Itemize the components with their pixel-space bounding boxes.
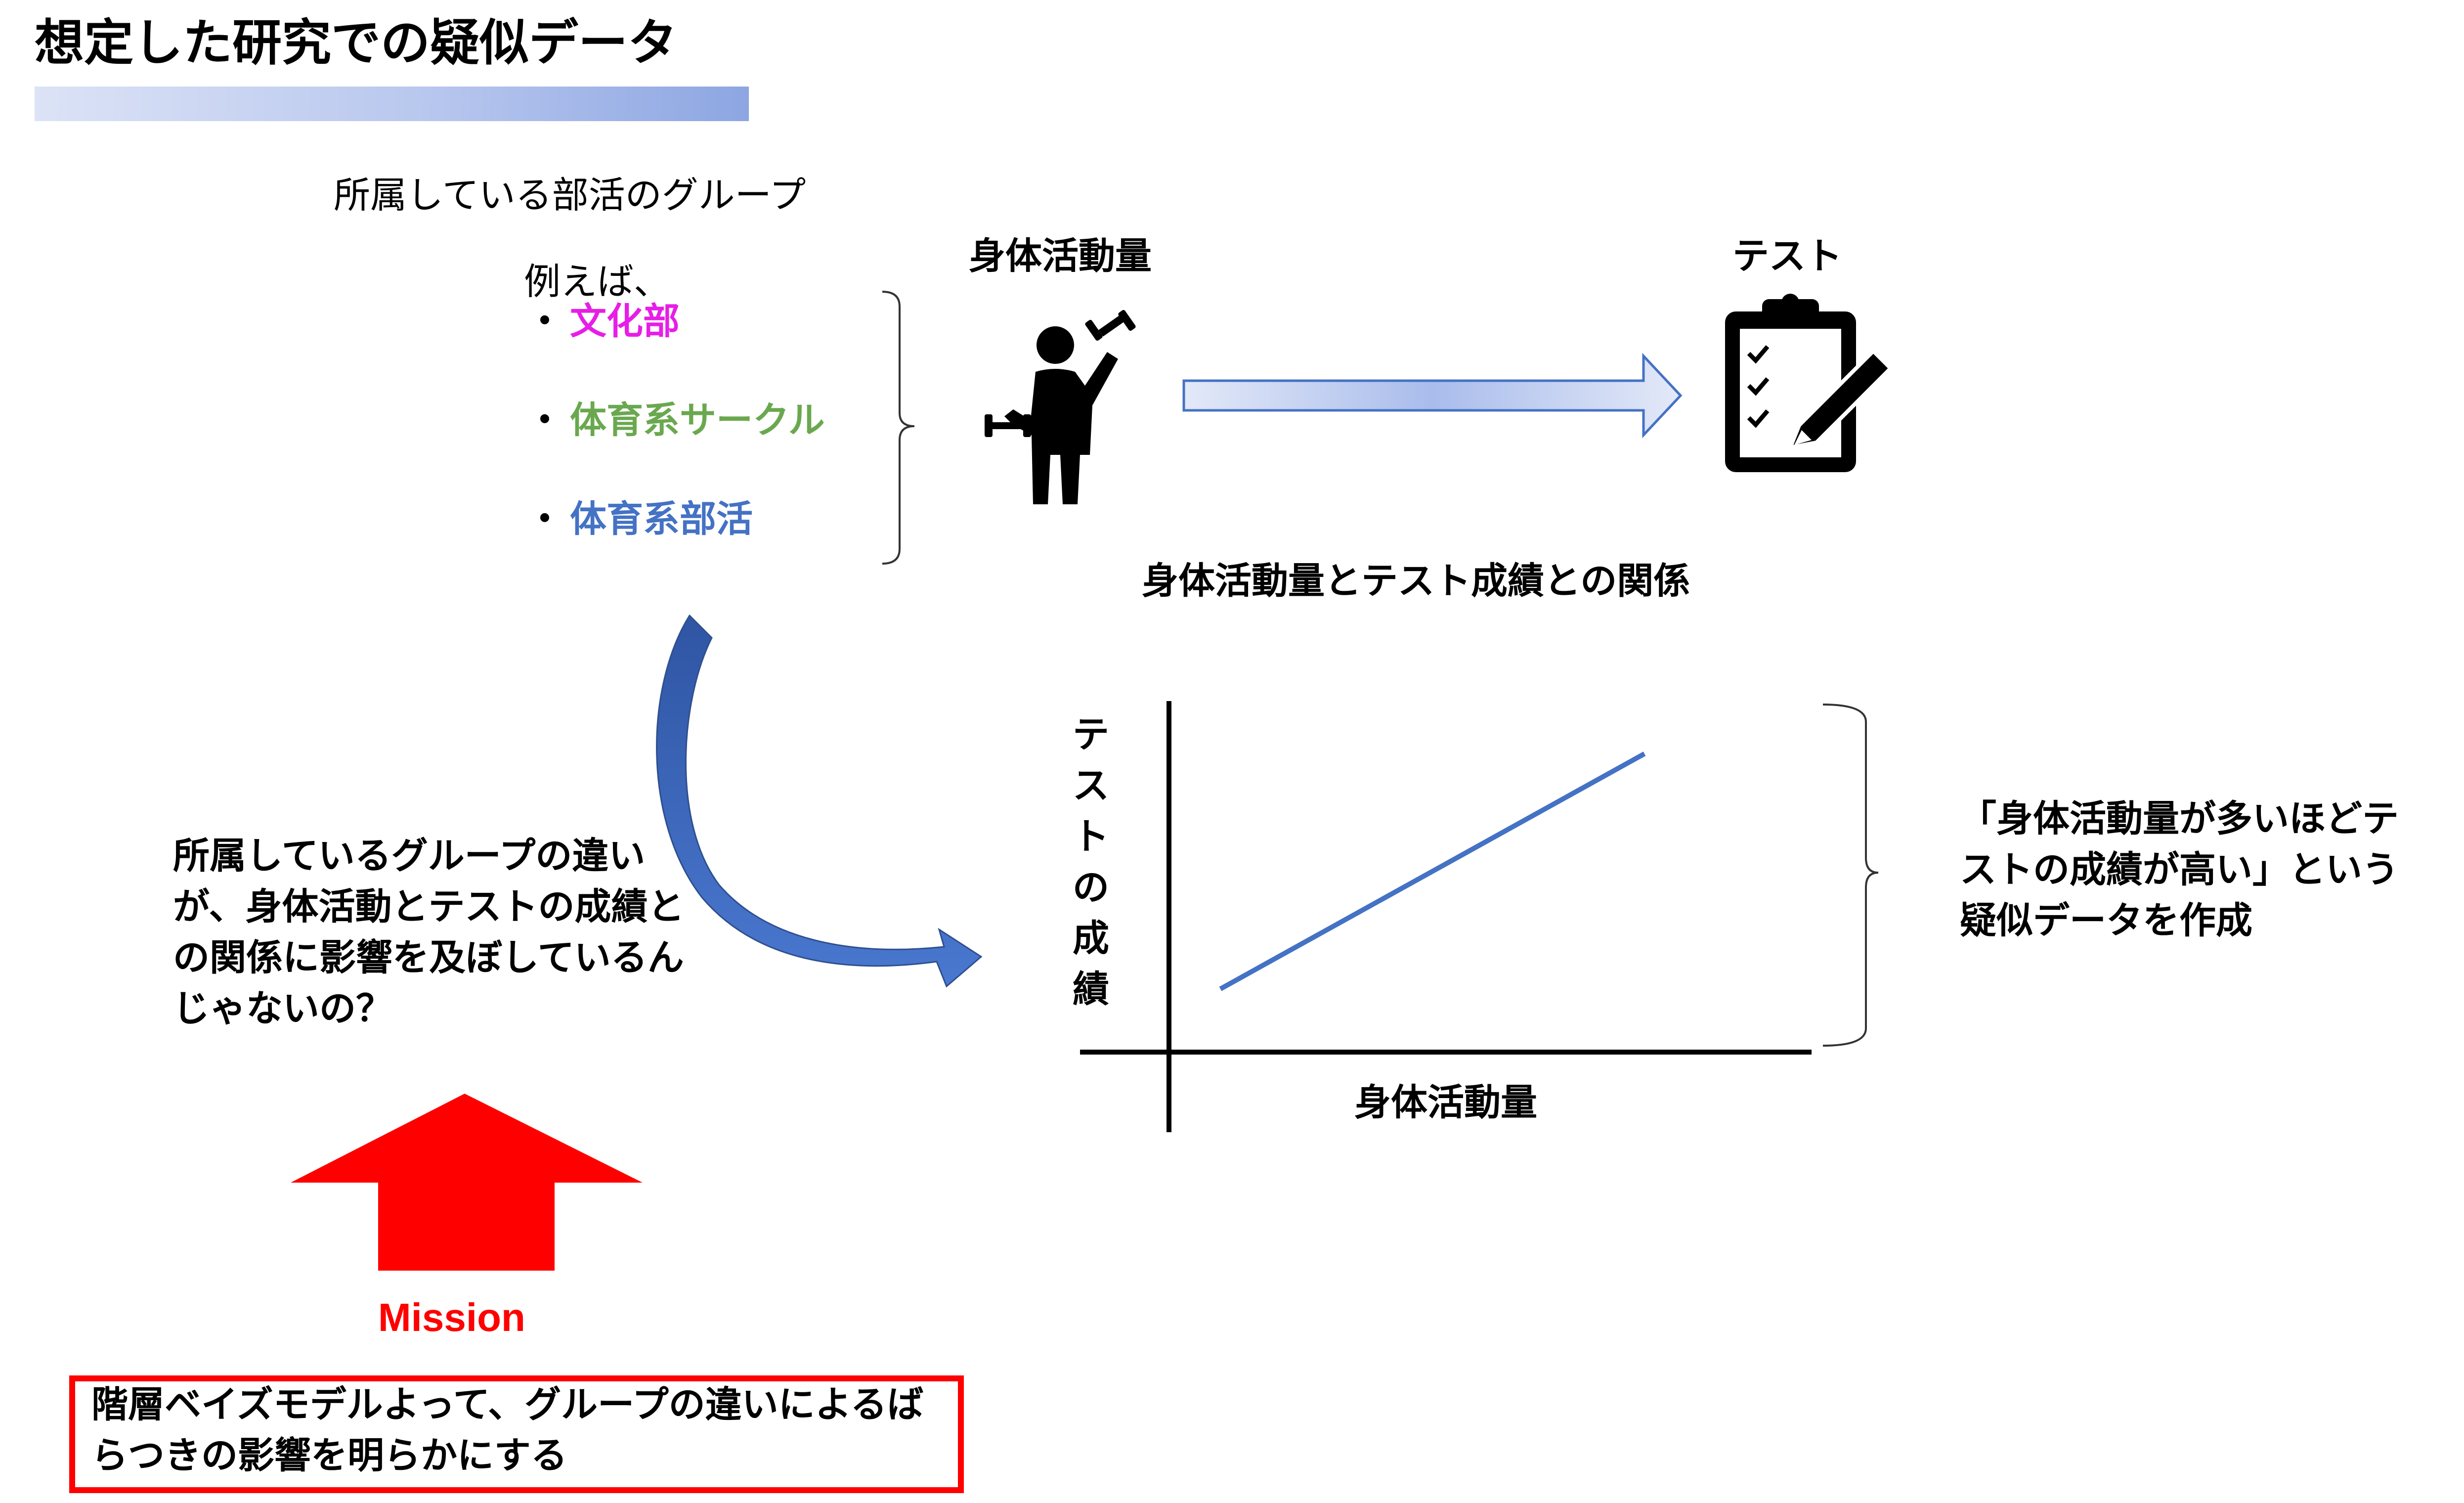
up-arrow: [291, 1094, 643, 1271]
chart-x-axis-label: 身体活動量: [1354, 1081, 1537, 1124]
mission-box: [69, 1375, 964, 1493]
group-item-sports-circle: ・体育系サークル: [526, 396, 825, 445]
group-label: 文化部: [570, 300, 680, 343]
bullet: ・: [526, 399, 563, 442]
question-text: 所属しているグループの違いが、身体活動とテストの成績との関係に影響を及ぼしている…: [173, 835, 685, 1030]
group-label: 体育系部活: [570, 498, 753, 540]
group-brace: [882, 291, 915, 565]
chart-y-axis-label: テスト の 成 績: [1073, 713, 1109, 1011]
page-title: 想定した研究での疑似データ: [35, 14, 677, 72]
clipboard-checklist-icon: [1725, 294, 1894, 472]
bullet: ・: [526, 300, 563, 343]
relation-title: 身体活動量とテスト成績との関係: [1142, 560, 1690, 602]
group-item-sports-club: ・体育系部活: [526, 494, 753, 544]
right-arrow: [1182, 353, 1683, 439]
group-item-culture: ・文化部: [526, 297, 680, 346]
title-underline-bar: [35, 87, 749, 121]
curved-arrow: [656, 614, 983, 988]
bullet: ・: [526, 498, 563, 540]
mission-text: 階層ベイズモデルよって、グループの違いによるばらつきの影響を明らかにする: [91, 1383, 924, 1477]
groups-heading: 所属している部活のグループ: [334, 174, 806, 217]
chart-series-line: [1219, 752, 1646, 991]
result-text: 「身体活動量が多いほどテストの成績が高い」という疑似データを作成: [1960, 797, 2399, 942]
chart-marks: [1219, 752, 1646, 991]
test-label: テスト: [1732, 235, 1842, 277]
example-label: 例えば、: [524, 261, 670, 303]
dumbbell-person-icon: [985, 309, 1136, 504]
result-brace: [1822, 704, 1879, 1047]
activity-label: 身体活動量: [969, 235, 1152, 277]
group-label: 体育系サークル: [570, 399, 825, 442]
mission-label: Mission: [378, 1295, 525, 1339]
